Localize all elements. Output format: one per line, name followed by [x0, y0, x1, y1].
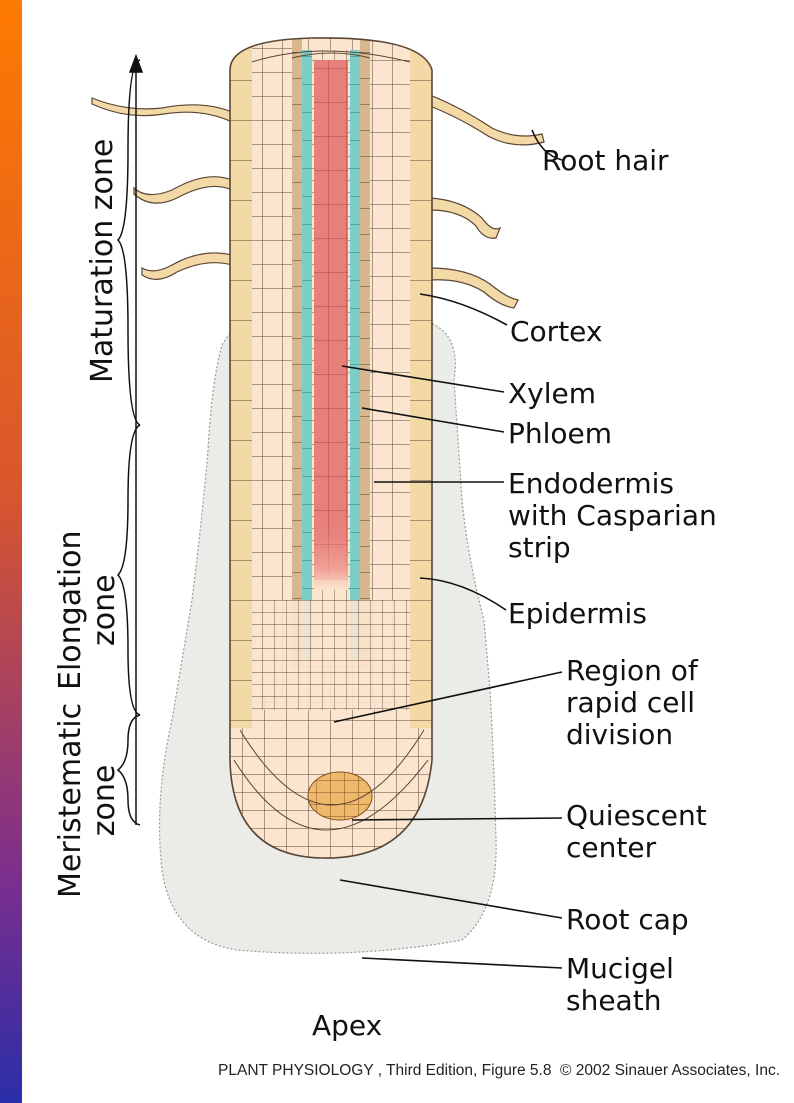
epidermis-label: Epidermis: [508, 598, 647, 630]
elongation-zone-label: Elongation zone: [54, 530, 122, 690]
endodermis-label: Endodermis with Casparian strip: [508, 468, 717, 564]
quiescent-center-shape: [308, 772, 372, 820]
xylem-label: Xylem: [508, 378, 596, 410]
rapid-division-label: Region of rapid cell division: [566, 655, 698, 751]
maturation-zone-label: Maturation zone: [86, 139, 120, 383]
figure-panel: Maturation zone Elongation zone Meristem…: [22, 0, 794, 1103]
quiescent-center-label: Quiescent center: [566, 800, 707, 864]
mucigel-sheath-label: Mucigel sheath: [566, 953, 674, 1017]
root-hair-label: Root hair: [542, 145, 669, 177]
meristematic-zone-label: Meristematic zone: [54, 703, 122, 898]
figure-credit: PLANT PHYSIOLOGY , Third Edition, Figure…: [218, 1062, 780, 1080]
root-cap-label: Root cap: [566, 904, 689, 936]
apex-label: Apex: [312, 1010, 382, 1042]
phloem-label: Phloem: [508, 418, 612, 450]
cortex-label: Cortex: [510, 316, 602, 348]
root-body: [222, 30, 442, 870]
